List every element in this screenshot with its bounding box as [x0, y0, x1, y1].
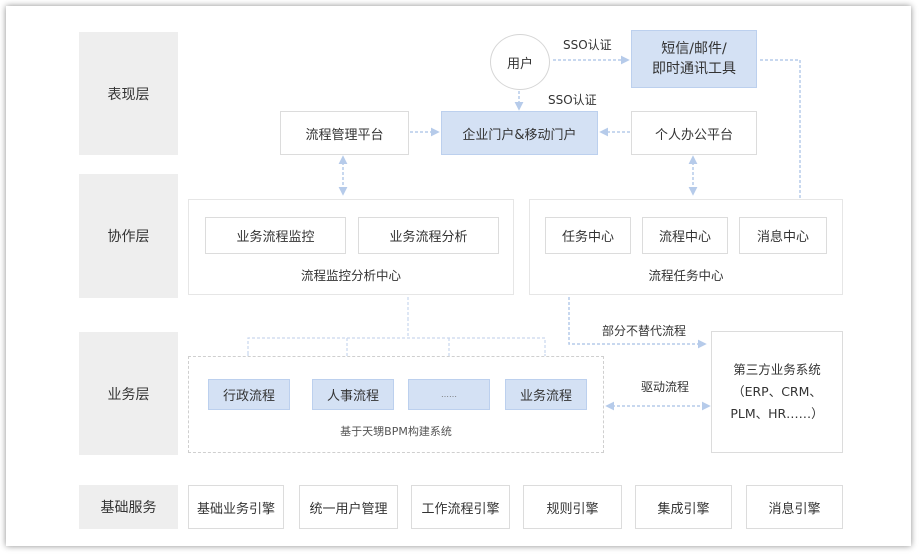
personal-office-platform: 个人办公平台	[631, 111, 757, 155]
process-center: 流程中心	[642, 217, 728, 254]
process-management-platform: 流程管理平台	[280, 111, 409, 155]
sso-label-mid: SSO认证	[548, 93, 597, 107]
sms-line-2: 即时通讯工具	[652, 61, 736, 77]
partial-replace-label: 部分不替代流程	[602, 324, 687, 338]
enterprise-mobile-portal: 企业门户&移动门户	[441, 111, 598, 155]
drive-process-label: 驱动流程	[641, 380, 690, 394]
workflow-engine: 工作流程引擎	[411, 485, 510, 529]
more-processes: ……	[408, 379, 490, 410]
business-process: 业务流程	[505, 379, 587, 410]
unified-user-management: 统一用户管理	[299, 485, 398, 529]
layer-business: 业务层	[79, 332, 178, 455]
business-process-monitoring: 业务流程监控	[205, 217, 346, 254]
message-center: 消息中心	[739, 217, 827, 254]
business-process-analysis: 业务流程分析	[358, 217, 499, 254]
message-engine: 消息引擎	[746, 485, 843, 529]
third-party-business-system: 第三方业务系统 （ERP、CRM、 PLM、HR……）	[711, 331, 843, 453]
layer-presentation: 表现层	[79, 32, 178, 155]
third-party-title: 第三方业务系统	[733, 362, 821, 377]
monitor-analysis-center-caption: 流程监控分析中心	[300, 268, 401, 283]
sso-label-top: SSO认证	[563, 38, 612, 52]
third-party-list-2: PLM、HR……）	[730, 406, 824, 421]
task-center: 任务中心	[545, 217, 631, 254]
third-party-list-1: （ERP、CRM、	[732, 384, 822, 399]
sms-email-im-tools: 短信/邮件/ 即时通讯工具	[631, 30, 757, 88]
user-node: 用户	[490, 34, 550, 90]
sms-line-1: 短信/邮件/	[661, 41, 727, 57]
integration-engine: 集成引擎	[635, 485, 732, 529]
rules-engine: 规则引擎	[523, 485, 622, 529]
bpm-system-caption: 基于天甥BPM构建系统	[340, 425, 452, 438]
layer-foundation: 基础服务	[79, 485, 178, 529]
hr-process: 人事流程	[312, 379, 394, 410]
base-business-engine: 基础业务引擎	[188, 485, 284, 529]
admin-process: 行政流程	[208, 379, 290, 410]
process-task-center-caption: 流程任务中心	[648, 268, 724, 283]
layer-collaboration: 协作层	[79, 174, 178, 298]
